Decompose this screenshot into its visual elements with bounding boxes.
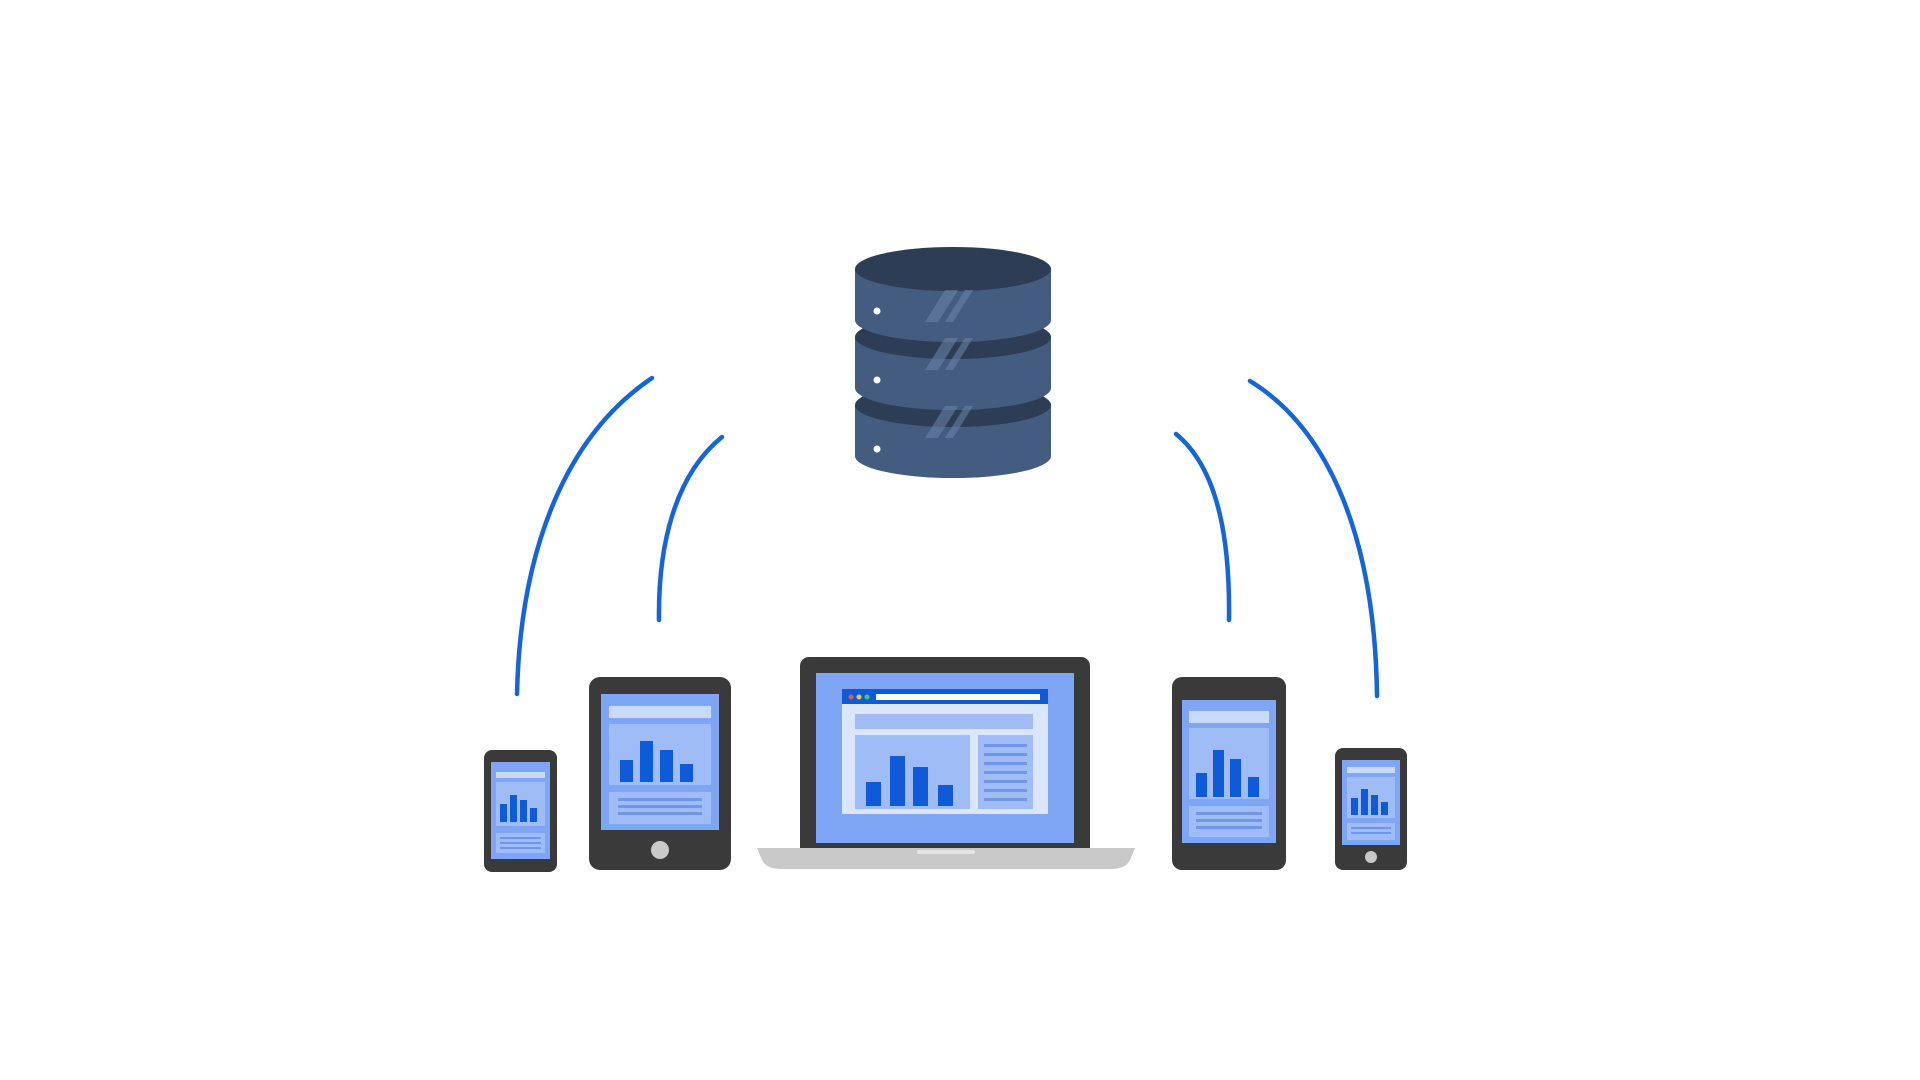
smartphone-icon [484, 750, 557, 872]
connector-tablet-right [1173, 431, 1232, 623]
laptop-icon [757, 657, 1135, 869]
connector-tablet-left [656, 434, 725, 623]
connector-phone-left [514, 375, 655, 697]
database-icon [855, 247, 1051, 478]
tablet-icon [1172, 677, 1286, 870]
connectors [514, 375, 1380, 699]
connector-phone-right [1247, 378, 1380, 699]
tablet-icon [589, 677, 731, 870]
smartphone-icon [1335, 748, 1407, 870]
